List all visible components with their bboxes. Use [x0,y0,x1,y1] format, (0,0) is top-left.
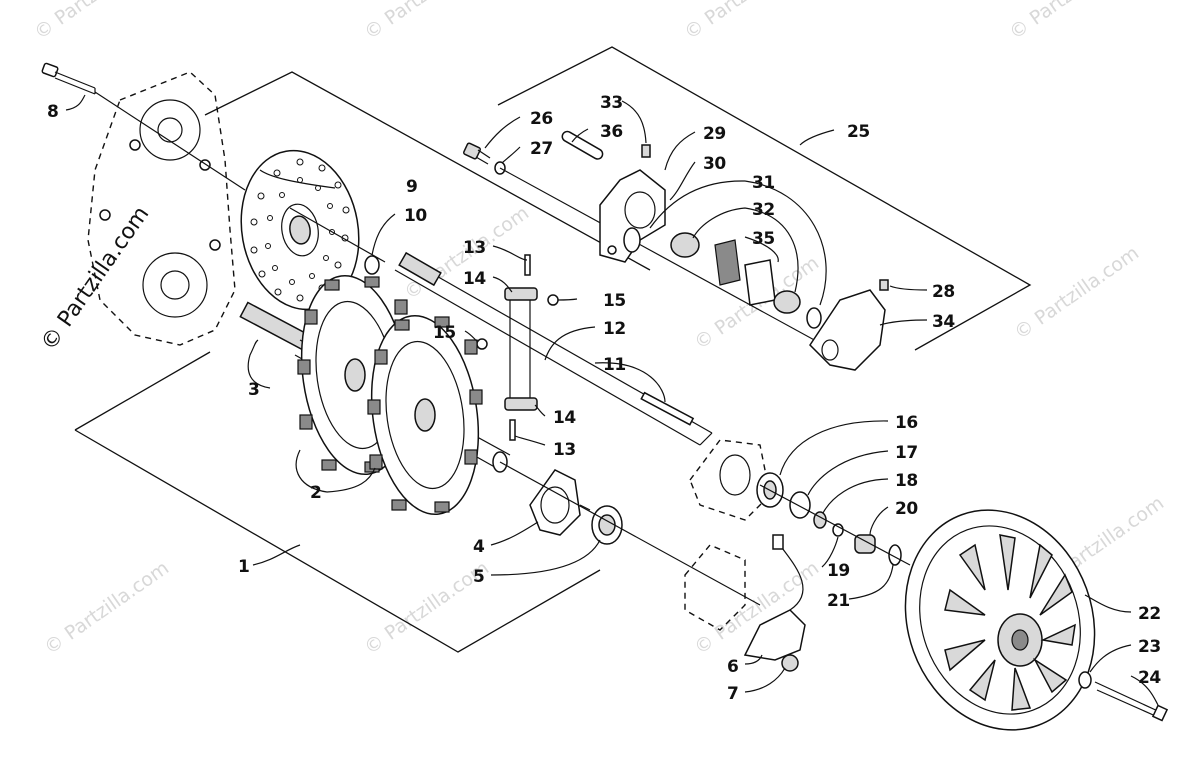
watermark-text: © Partzilla.com [680,0,813,44]
callout-31: 31 [752,173,775,193]
callout-20: 20 [895,499,918,519]
callout-15: 15 [433,323,456,343]
driven-clutch-22 [904,509,1096,731]
leader-lines [65,94,1159,706]
callout-11: 11 [603,355,626,375]
callout-6: 6 [727,657,738,677]
bearing-flange-4 [529,469,591,536]
assembly-1-upper-bracket [204,71,651,271]
assembly-25-box [497,46,1032,351]
assembly-1-bracket [74,429,601,653]
piston-32 [670,232,700,258]
callout-17: 17 [895,443,918,463]
callout-33: 33 [600,93,623,113]
nut-15 [476,338,488,350]
callout-26: 26 [530,109,553,129]
clip-assembly-13-14 [476,254,559,441]
caliper-outer-34 [809,289,886,371]
callout-1: 1 [238,557,249,577]
bearing-5 [591,505,623,545]
callout-27: 27 [530,139,553,159]
callout-14: 14 [553,408,576,428]
callout-13: 13 [553,440,576,460]
caliper-inner-29 [599,169,666,263]
o-ring-31 [806,307,822,329]
watermark-text: © Partzilla.com [40,557,173,659]
callout-25: 25 [847,122,870,142]
nut-15 [547,294,559,306]
sprocket-2 [367,314,483,516]
key-11 [640,391,695,426]
screw-28 [879,279,889,291]
o-ring-31 [623,227,641,253]
callout-10: 10 [404,206,427,226]
callout-19: 19 [827,561,850,581]
snap-ring-10 [364,255,380,275]
bolt-8 [41,62,246,191]
pin-36 [561,130,604,160]
spacer-20 [854,534,876,554]
callout-23: 23 [1138,637,1161,657]
watermark-text: © Partzilla.com [1005,0,1138,44]
shaft-axis-line [499,461,761,606]
nut-7 [781,654,799,672]
snap-ring-21 [888,544,902,566]
callout-9: 9 [406,177,417,197]
caliper-axis-line [499,167,861,366]
callout-18: 18 [895,471,918,491]
brake-disc-9 [240,149,360,311]
assembly-outlines [74,46,1032,653]
callout-8: 8 [47,102,58,122]
assembly-1-bracket [74,351,211,431]
callout-28: 28 [932,282,955,302]
washer-17 [789,491,811,519]
callout-labels: 1 2 3 4 5 6 7 8 9 10 11 12 13 13 14 14 1… [47,93,1162,704]
bolt-24 [1094,681,1169,722]
washer-19 [832,523,844,537]
washer-23 [1078,671,1092,689]
chaincase-housing [87,71,236,346]
callout-36: 36 [600,122,623,142]
callout-2: 2 [310,483,321,503]
watermark-text: © Partzilla.com [360,0,493,44]
callout-21: 21 [827,591,850,611]
callout-14: 14 [463,269,486,289]
callout-4: 4 [473,537,485,557]
callout-16: 16 [895,413,918,433]
callout-29: 29 [703,124,726,144]
bolt-26 [463,142,491,165]
callout-22: 22 [1138,604,1161,624]
speedo-plate [684,534,806,672]
callout-34: 34 [932,312,955,332]
callout-5: 5 [473,567,484,587]
partzilla-brand-watermark: © Partzilla.com [36,202,154,355]
callout-7: 7 [727,684,738,704]
bearing-housing-right [689,439,771,521]
shaft-axis-line [759,484,911,566]
callout-32: 32 [752,200,775,220]
callout-30: 30 [703,154,726,174]
brake-pad-35 [714,239,776,306]
callout-3: 3 [248,380,259,400]
bleeder-33 [641,144,651,158]
watermark-text: © Partzilla.com [1010,242,1143,344]
callout-15: 15 [603,291,626,311]
piston-32 [773,290,801,314]
callout-13: 13 [463,238,486,258]
callout-12: 12 [603,319,626,339]
callout-35: 35 [752,229,775,249]
watermark-text: © Partzilla.com [30,0,163,44]
callout-24: 24 [1138,668,1161,688]
